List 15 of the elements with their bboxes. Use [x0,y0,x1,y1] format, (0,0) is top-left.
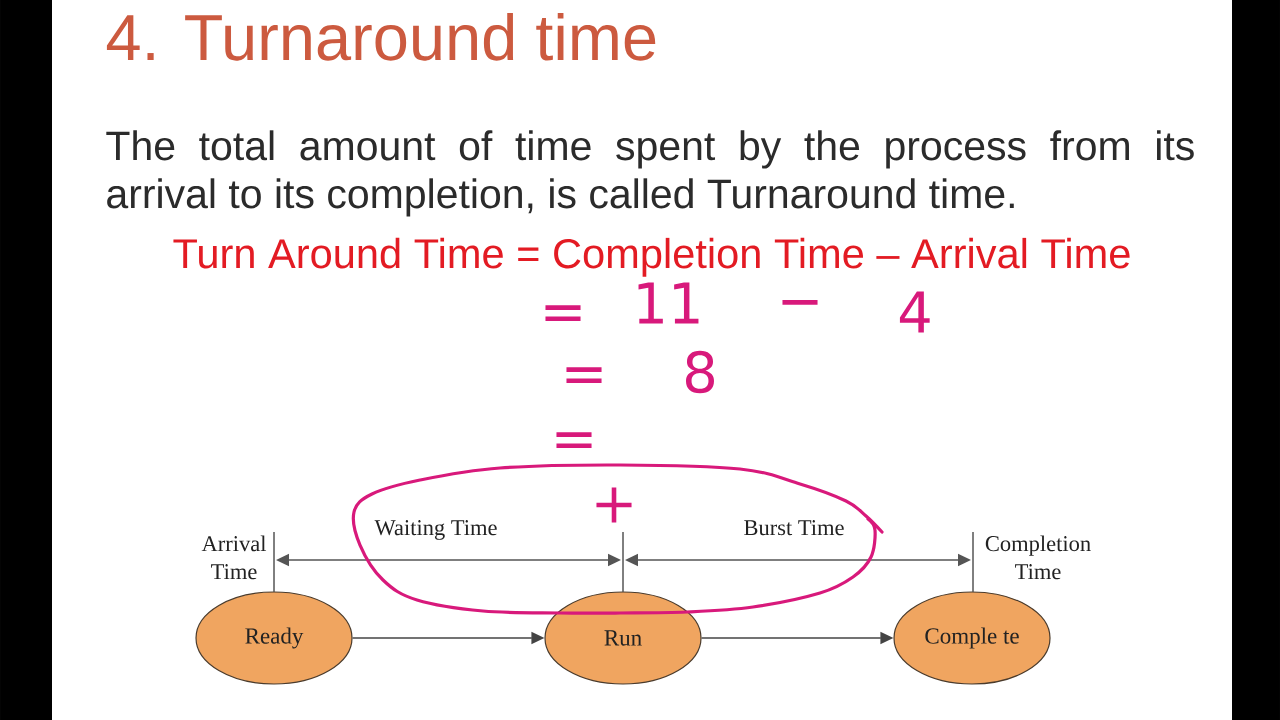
slide-title: 4. Turnaround time [106,12,656,61]
handwritten-note: 11 [638,282,699,324]
dimension-label: Waiting Time [374,520,497,540]
dimension-label: Burst Time [744,520,844,536]
handwritten-note: 8 [686,350,714,394]
handwritten-note: = [556,432,592,449]
definition-paragraph: The total amount of time spent by the process from its arrival to its completion, is called Turnaround time. [106,130,1194,217]
time-label: Completion Time [985,535,1091,580]
handwritten-note: = [566,367,602,384]
handwritten-note: + [596,487,632,523]
handwritten-note: 4 [899,291,930,333]
handwritten-note: = [545,305,581,322]
formula-text: Turn Around Time = Completion Time – Arrival Time [173,237,1130,277]
handwritten-note: − [782,300,818,305]
time-label: Arrival Time [201,535,267,580]
